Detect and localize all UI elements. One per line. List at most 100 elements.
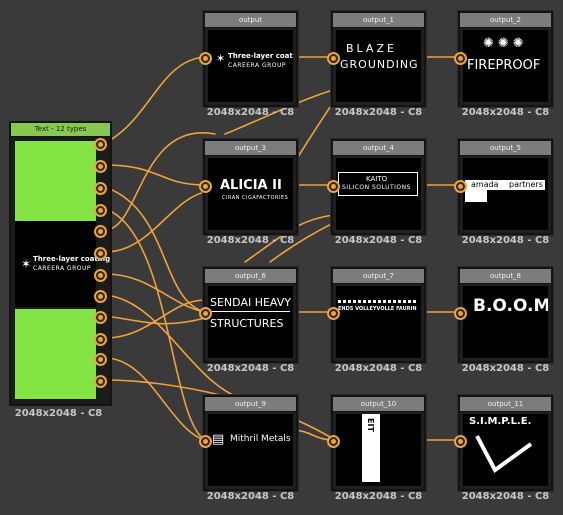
node-resolution: 2048x2048 - C8 [206,235,295,246]
source-port-8[interactable] [94,290,107,303]
node-resolution: 2048x2048 - C8 [334,107,423,118]
node-thumbnail: Three-layer coating CAREERA GROUP ✶ [208,30,293,102]
node-title: output_6 [205,269,296,284]
node-title: output_11 [460,397,551,412]
source-port-1[interactable] [94,138,107,151]
source-port-3[interactable] [94,182,107,195]
input-port[interactable] [327,435,340,448]
thumb-text: Three-layer coating [228,52,293,60]
thumb-sub: partners [509,180,543,189]
node-thumbnail: B.O.O.M [463,286,548,358]
node-title: output_3 [205,141,296,156]
logo-stripe [338,300,418,303]
source-port-12[interactable] [94,375,107,388]
thumb-sub: STRUCTURES [210,317,284,330]
green-swatch-top [15,141,96,221]
thumb-text: ENDS VOLLEYVOLLE FAURIN [338,306,417,312]
output-node-0[interactable]: output Three-layer coating CAREERA GROUP… [203,11,298,107]
output-node-6[interactable]: output_6 SENDAI HEAVY STRUCTURES [203,267,298,363]
output-node-3[interactable]: output_3 ALICIA II CIRAN CIGAFACTORIES [203,139,298,235]
thumb-sub: SILICON SOLUTIONS [342,184,411,191]
gear-icon: ✺✺✺ [483,36,528,51]
wire [104,208,206,441]
output-node-9[interactable]: output_9 ▤ Mithril Metals [203,395,298,491]
input-port[interactable] [454,180,467,193]
node-title: output_7 [333,269,424,284]
node-title: output_10 [333,397,424,412]
input-port[interactable] [327,307,340,320]
source-port-2[interactable] [94,160,107,173]
node-thumbnail: amada partners [463,158,548,230]
input-port[interactable] [199,52,212,65]
node-title: output [205,13,296,28]
source-port-10[interactable] [94,333,107,346]
source-port-11[interactable] [94,353,107,366]
thumb-text: ALICIA II [220,178,282,193]
source-port-5[interactable] [94,225,107,238]
node-resolution: 2048x2048 - C8 [334,491,423,502]
logo-icon: ✶ [216,52,226,65]
output-node-1[interactable]: output_1 BLAZE GROUNDING [331,11,426,107]
node-title: output_9 [205,397,296,412]
input-port[interactable] [327,52,340,65]
node-thumbnail: SENDAI HEAVY STRUCTURES [208,286,293,358]
node-thumbnail: EIT [336,414,421,486]
wire [104,273,206,313]
logo-block [362,414,380,482]
node-title: output_2 [460,13,551,28]
thumb-sub: GROUNDING [340,58,419,71]
input-port[interactable] [199,307,212,320]
wire [104,299,206,339]
output-node-11[interactable]: output_11 S.I.M.P.L.E. [458,395,553,491]
node-resolution: 2048x2048 - C8 [461,363,550,374]
wire [269,221,336,263]
divider [210,311,290,312]
node-resolution: 2048x2048 - C8 [206,107,295,118]
input-port[interactable] [454,52,467,65]
node-resolution: 2048x2048 - C8 [461,107,550,118]
source-port-6[interactable] [94,247,107,260]
input-port[interactable] [199,180,212,193]
thumb-text: B.O.O.M [473,296,548,316]
thumb-text: BLAZE [346,42,397,55]
source-node-title: Text - 12 types [11,123,110,137]
wire [104,191,206,253]
input-port[interactable] [327,180,340,193]
output-node-8[interactable]: output_8 B.O.O.M [458,267,553,363]
thumb-text: S.I.M.P.L.E. [469,416,532,427]
source-port-7[interactable] [94,269,107,282]
node-resolution: 2048x2048 - C8 [461,235,550,246]
logo-icon: ✶ [21,257,32,271]
node-resolution: 2048x2048 - C8 [206,491,295,502]
thumb-text: FIREPROOF [467,58,541,73]
thumb-text: SENDAI HEAVY [210,296,291,309]
wire [104,164,206,186]
source-resolution: 2048x2048 - C8 [14,408,103,419]
output-node-5[interactable]: output_5 amada partners [458,139,553,235]
node-title: output_8 [460,269,551,284]
node-resolution: 2048x2048 - C8 [206,363,295,374]
source-thumbnail: Three-layer coating CAREERA GROUP ✶ [15,221,110,307]
logo-icon: ▤ [212,432,225,447]
source-thumb-text: Three-layer coating [33,255,111,263]
wire [104,56,206,144]
input-port[interactable] [454,307,467,320]
node-title: output_5 [460,141,551,156]
thumb-text: EIT [366,418,375,432]
input-port[interactable] [199,435,212,448]
wire [104,315,206,325]
output-node-7[interactable]: output_7 ENDS VOLLEYVOLLE FAURIN [331,267,426,363]
source-port-4[interactable] [94,204,107,217]
source-port-9[interactable] [94,311,107,324]
wire [104,186,206,313]
thumb-sub: CIRAN CIGAFACTORIES [222,195,289,201]
input-port[interactable] [454,435,467,448]
output-node-4[interactable]: output_4 KAITO SILICON SOLUTIONS [331,139,426,235]
output-node-10[interactable]: output_10 EIT [331,395,426,491]
wire [224,89,334,135]
node-thumbnail: ENDS VOLLEYVOLLE FAURIN [336,286,421,358]
node-thumbnail: ▤ Mithril Metals [208,414,293,486]
logo-shape [465,190,487,202]
output-node-2[interactable]: output_2 ✺✺✺ FIREPROOF [458,11,553,107]
node-title: output_1 [333,13,424,28]
